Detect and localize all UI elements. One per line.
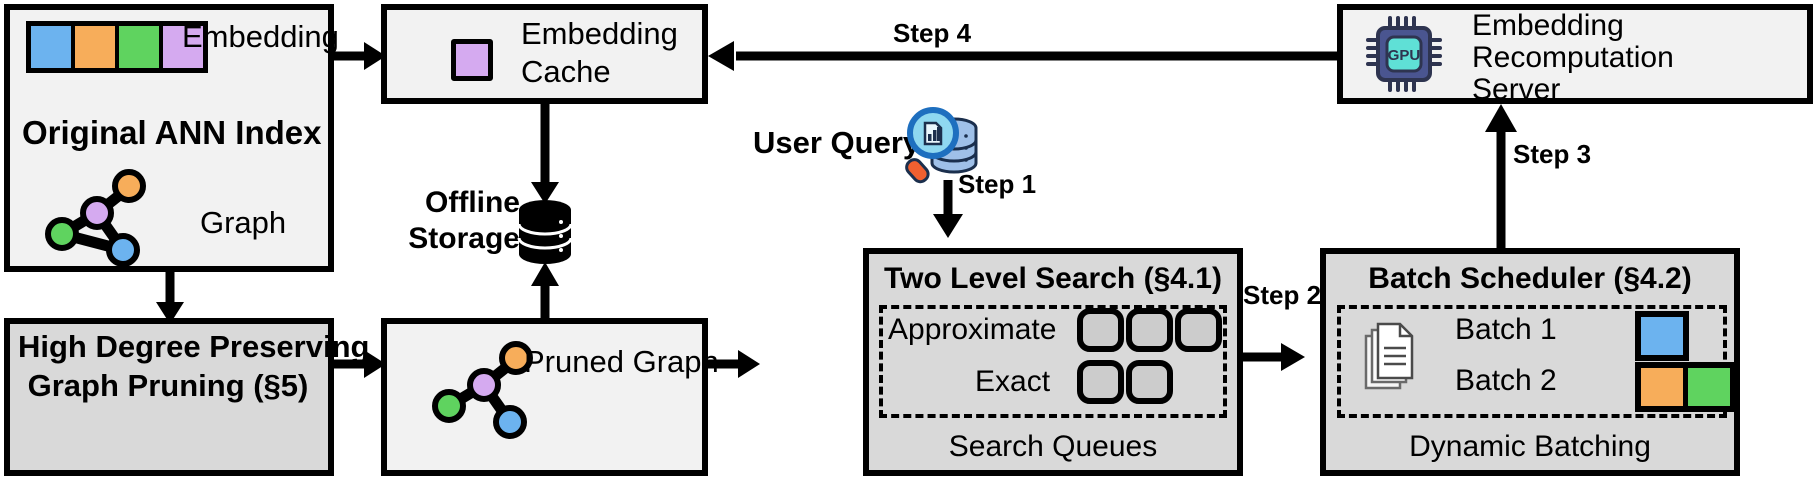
graph-node-blue [106, 233, 140, 267]
graph-node-green [45, 217, 79, 251]
graph-pruning-line1: High Degree Preserving [18, 329, 370, 364]
pruned-graph-node-orange [499, 341, 533, 375]
original-ann-index-title: Original ANN Index [22, 114, 322, 151]
search-queues-dashed-region [879, 305, 1227, 418]
svg-text:GPU: GPU [1388, 47, 1421, 64]
dynamic-batching-footer: Dynamic Batching [1409, 430, 1651, 463]
queue-slot [1077, 308, 1124, 352]
arrow-cache-to-storage [531, 104, 559, 204]
query-search-database-icon [905, 107, 978, 184]
embedding-label: Embedding [182, 19, 339, 54]
exact-queue-label: Exact [975, 365, 1051, 398]
step1-label: Step 1 [958, 169, 1037, 199]
arrow-pruned-graph-to-search [708, 350, 760, 378]
step4-label: Step 4 [893, 18, 972, 48]
embedding-swatch-blue [31, 26, 75, 68]
embedding-recomputation-server-box[interactable] [1337, 4, 1813, 104]
gpu-chip-icon: GPU [1366, 16, 1442, 92]
graph-node-orange [112, 169, 146, 203]
approximate-queue-label: Approximate [888, 313, 1057, 346]
graph-pruning-box[interactable] [4, 318, 334, 476]
documents-stack-icon [1364, 322, 1414, 390]
dynamic-batching-dashed-region [1337, 305, 1727, 418]
queue-slot [1126, 360, 1173, 404]
recomputation-server-line3: Server [1472, 73, 1561, 106]
queue-slot [1175, 308, 1222, 352]
arrow-step4 [708, 41, 1338, 71]
batch-2-swatches [1635, 362, 1736, 412]
arrow-index-to-embedding-cache [334, 42, 386, 70]
pruned-graph-box[interactable] [381, 318, 708, 476]
user-query-label: User Query [753, 125, 921, 160]
queue-slot [1077, 360, 1124, 404]
embedding-cache-icon [451, 39, 493, 81]
batch-scheduler-title: Batch Scheduler (§4.2) [1368, 262, 1692, 295]
embedding-cache-line2: Cache [521, 54, 611, 89]
batch-2-label: Batch 2 [1455, 364, 1557, 397]
batch-swatch-orange [1641, 368, 1688, 406]
graph-node-purple [80, 196, 114, 230]
batch-1-swatches [1635, 311, 1689, 361]
step2-label: Step 2 [1243, 280, 1322, 310]
embedding-cache-line1: Embedding [521, 16, 678, 51]
offline-storage-line2: Storage [408, 222, 520, 255]
exact-queue-slots [1077, 360, 1173, 404]
pruned-graph-node-purple [467, 368, 501, 402]
arrow-index-to-pruning [156, 272, 184, 324]
arrow-pruning-to-pruned-graph [334, 350, 386, 378]
graph-pruning-line2: Graph Pruning (§5) [27, 368, 309, 403]
pruned-graph-node-green [432, 389, 466, 423]
embedding-cache-box[interactable] [381, 4, 708, 104]
embedding-swatch-green [119, 26, 163, 68]
arrow-step2 [1243, 343, 1305, 371]
batch-swatch-blue [1641, 317, 1683, 355]
pruned-graph-label: Pruned Graph [524, 344, 719, 379]
approximate-queue-slots [1077, 308, 1222, 352]
queue-slot [1126, 308, 1173, 352]
arrow-step1 [933, 180, 963, 238]
batch-1-label: Batch 1 [1455, 313, 1557, 346]
embedding-swatch-purple [163, 26, 203, 68]
arrow-step3 [1485, 104, 1517, 250]
two-level-search-title: Two Level Search (§4.1) [884, 262, 1222, 295]
graph-label: Graph [200, 205, 287, 240]
pruned-graph-node-blue [493, 405, 527, 439]
step3-label: Step 3 [1513, 139, 1592, 169]
embedding-swatch-orange [75, 26, 119, 68]
database-icon [517, 200, 573, 264]
recomputation-server-line1: Embedding [1472, 9, 1624, 42]
arrow-pruned-graph-to-storage [531, 262, 559, 324]
embedding-swatch-strip [26, 21, 208, 73]
offline-storage-line1: Offline [425, 186, 520, 219]
batch-swatch-green [1688, 368, 1730, 406]
search-queues-footer: Search Queues [948, 430, 1158, 463]
two-level-search-box[interactable] [863, 248, 1243, 476]
recomputation-server-line2: Recomputation [1472, 41, 1674, 74]
